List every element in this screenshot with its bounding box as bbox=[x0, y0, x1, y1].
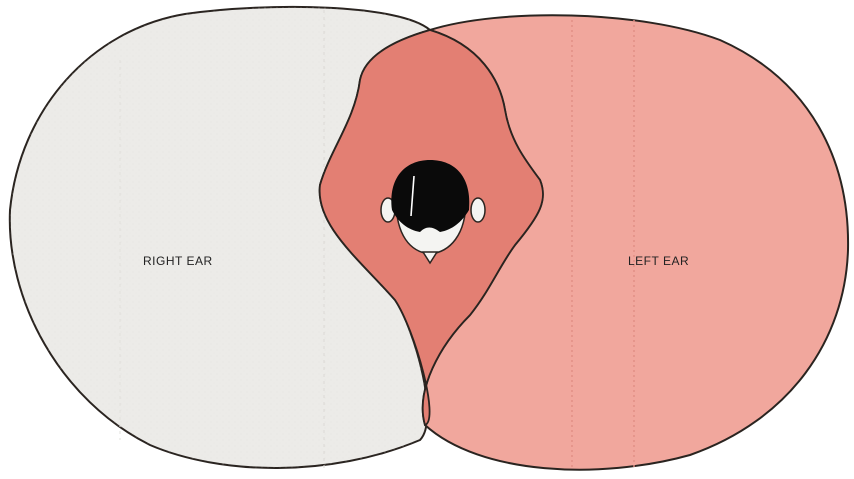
hair-icon bbox=[391, 160, 469, 232]
left-ear-label: LEFT EAR bbox=[628, 254, 689, 268]
right-ear-icon bbox=[471, 198, 485, 222]
right-ear-label: RIGHT EAR bbox=[143, 254, 213, 268]
